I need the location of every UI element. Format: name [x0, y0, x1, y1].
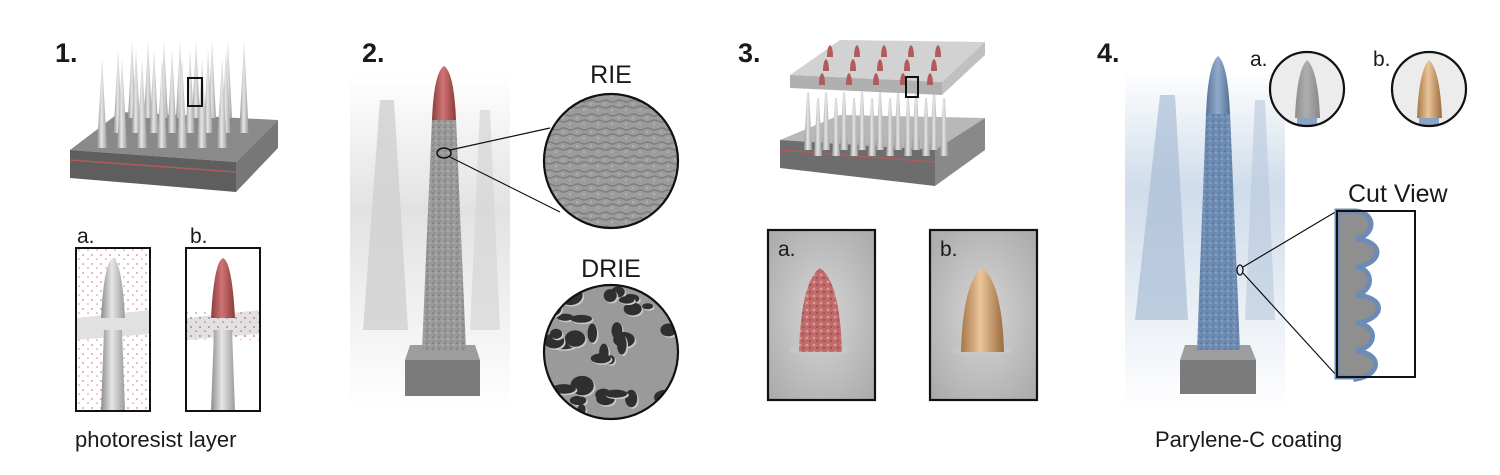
step-2-needle-base	[405, 345, 480, 396]
rie-label: RIE	[590, 61, 632, 89]
drie-pore	[565, 330, 585, 346]
step-1-label-b: b.	[190, 225, 208, 248]
step-3-inset-a: a.	[768, 230, 875, 400]
drie-pore	[558, 286, 583, 306]
step-3-panel: 3. a. b.	[738, 38, 1037, 400]
drie-pore	[571, 315, 592, 323]
step-4-panel: 4. a. b. Cut View	[1097, 38, 1466, 452]
drie-pore	[550, 329, 562, 339]
drie-pore	[570, 396, 586, 405]
step-3-label-a: a.	[778, 238, 796, 261]
step-4-circle-a	[1270, 52, 1344, 126]
step-1-number: 1.	[55, 38, 78, 68]
rie-texture-circle	[544, 94, 678, 228]
step-2-photoresist-tip	[432, 66, 456, 120]
drie-pore	[561, 409, 577, 418]
step-2-number: 2.	[362, 38, 385, 68]
step-4-coated-tip	[1206, 56, 1230, 114]
drie-pore	[541, 301, 562, 317]
cut-view-label: Cut View	[1348, 180, 1449, 208]
step-3-number: 3.	[738, 38, 761, 68]
step-1-needle	[150, 49, 159, 133]
step-3-inset-b: b.	[930, 230, 1037, 400]
step-1-needle	[168, 49, 177, 133]
step-1-needle	[186, 49, 195, 133]
step-4-label-a: a.	[1250, 48, 1268, 71]
step-4-circle-b	[1392, 52, 1466, 126]
step-3-needle	[804, 92, 812, 150]
step-1-inset-a	[76, 248, 150, 411]
step-4-needle-base	[1180, 345, 1256, 394]
step-4-label-b: b.	[1373, 48, 1391, 71]
step-1-needle-array	[97, 40, 249, 148]
drie-label: DRIE	[581, 255, 641, 283]
step-4-number: 4.	[1097, 38, 1120, 68]
step-4-caption: Parylene-C coating	[1155, 427, 1342, 452]
step-3-top-plate	[790, 40, 985, 95]
step-1-needle	[144, 40, 152, 118]
drie-pore	[642, 303, 653, 309]
drie-pore	[591, 353, 611, 363]
drie-pore	[617, 335, 627, 355]
drie-pore	[588, 324, 597, 343]
drie-pore	[619, 296, 634, 304]
drie-pore	[604, 390, 627, 398]
drie-pore	[604, 289, 617, 302]
step-1-needle	[97, 58, 107, 148]
step-1-label-a: a.	[77, 225, 95, 248]
step-2-panel: 2. RIE DRIE	[350, 38, 678, 419]
step-3-label-b: b.	[940, 238, 958, 261]
step-1-caption: photoresist layer	[75, 427, 236, 452]
step-1-needle	[240, 49, 249, 133]
step-1-inset-b	[186, 248, 260, 411]
step-1-panel: 1. a. b. photores	[55, 38, 278, 452]
drie-texture-circle	[541, 285, 678, 419]
cut-view-inset	[1337, 211, 1415, 379]
drie-pore	[625, 390, 637, 408]
